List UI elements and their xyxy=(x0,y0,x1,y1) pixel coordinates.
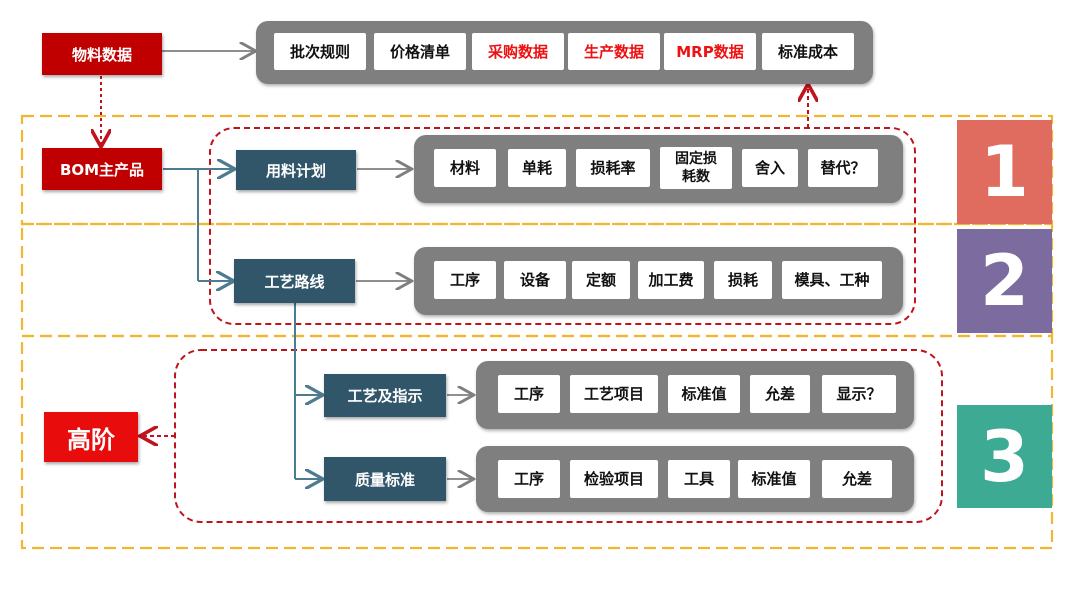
material-data-label: 物料数据 xyxy=(71,45,132,64)
plan-item-rounding: 舍入 xyxy=(742,149,798,187)
plan-item-substitute: 替代？ xyxy=(808,149,878,187)
top-item-batch-rules: 批次规则 xyxy=(274,33,366,70)
routing-item-mold-worktype: 模具、工种 xyxy=(782,261,882,299)
plan-item-loss-rate: 损耗率 xyxy=(576,149,650,187)
section-band-1 xyxy=(20,114,1054,226)
material-data-box: 物料数据 xyxy=(42,33,162,75)
quality-item-tool: 工具 xyxy=(668,460,730,498)
bom-product-label: BOM主产品 xyxy=(59,160,145,179)
quality-standard-label: 质量标准 xyxy=(354,470,415,489)
top-data-panel: 批次规则 价格清单 采购数据 生产数据 MRP数据 标准成本 xyxy=(256,21,873,84)
top-item-production-data: 生产数据 xyxy=(568,33,660,70)
process-instructions-box: 工艺及指示 xyxy=(324,374,446,417)
routing-item-operation: 工序 xyxy=(434,261,496,299)
section-number-1-label: 1 xyxy=(980,131,1029,213)
plan-item-fixed-loss: 固定损 耗数 xyxy=(660,147,732,189)
section-number-3: 3 xyxy=(957,405,1052,508)
material-plan-label: 用料计划 xyxy=(265,161,326,180)
material-plan-box: 用料计划 xyxy=(236,150,356,190)
section-number-1: 1 xyxy=(957,120,1052,224)
instr-item-tolerance: 允差 xyxy=(750,375,810,413)
quality-items-panel: 工序 检验项目 工具 标准值 允差 xyxy=(476,446,914,512)
routing-item-quota: 定额 xyxy=(572,261,630,299)
routing-item-equipment: 设备 xyxy=(504,261,566,299)
plan-item-unit-consumption: 单耗 xyxy=(508,149,566,187)
top-item-price-list: 价格清单 xyxy=(374,33,466,70)
bom-product-box: BOM主产品 xyxy=(42,148,162,190)
instr-item-operation: 工序 xyxy=(498,375,560,413)
instr-item-process-item: 工艺项目 xyxy=(570,375,658,413)
section-number-2: 2 xyxy=(957,229,1052,333)
plan-items-panel: 材料 单耗 损耗率 固定损 耗数 舍入 替代？ xyxy=(414,135,903,203)
routing-items-panel: 工序 设备 定额 加工费 损耗 模具、工种 xyxy=(414,247,903,315)
instr-item-display: 显示？ xyxy=(822,375,896,413)
routing-label: 工艺路线 xyxy=(264,272,325,291)
quality-item-operation: 工序 xyxy=(498,460,560,498)
instruction-items-panel: 工序 工艺项目 标准值 允差 显示？ xyxy=(476,361,914,429)
quality-item-tolerance: 允差 xyxy=(822,460,892,498)
section-number-3-label: 3 xyxy=(980,415,1029,498)
advanced-box: 高阶 xyxy=(44,412,138,462)
top-item-purchase-data: 采购数据 xyxy=(472,33,564,70)
quality-item-inspection-item: 检验项目 xyxy=(570,460,658,498)
section-number-2-label: 2 xyxy=(980,240,1029,322)
plan-item-material: 材料 xyxy=(434,149,496,187)
process-instructions-label: 工艺及指示 xyxy=(347,387,423,405)
routing-item-loss: 损耗 xyxy=(714,261,772,299)
routing-box: 工艺路线 xyxy=(234,259,355,303)
routing-item-processing-fee: 加工费 xyxy=(638,261,704,299)
instr-item-standard-value: 标准值 xyxy=(668,375,740,413)
top-item-standard-cost: 标准成本 xyxy=(762,33,854,70)
quality-standard-box: 质量标准 xyxy=(324,457,446,501)
quality-item-standard-value: 标准值 xyxy=(738,460,810,498)
top-item-mrp-data: MRP数据 xyxy=(664,33,756,70)
advanced-label: 高阶 xyxy=(67,425,115,454)
section-band-3 xyxy=(20,334,1054,550)
